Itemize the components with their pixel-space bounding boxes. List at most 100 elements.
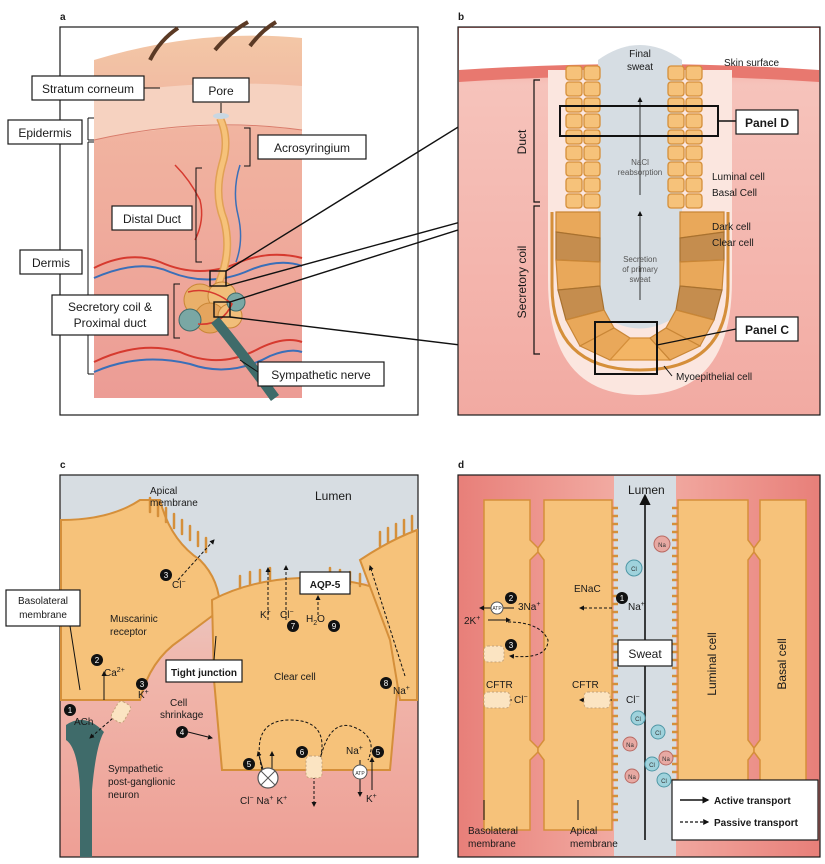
- svg-text:Proximal duct: Proximal duct: [74, 316, 147, 330]
- badge-6: 6: [296, 746, 308, 758]
- label-enac: ENaC: [574, 584, 601, 595]
- svg-text:3: 3: [140, 680, 145, 689]
- zoom-box-duct: [209, 270, 227, 287]
- label-muscarinic-1: Muscarinic: [110, 614, 158, 625]
- bracket-secretory: [173, 283, 180, 339]
- badge-3-apical: 3: [160, 569, 172, 581]
- label-basolateral-d-2: membrane: [468, 839, 516, 850]
- postganglionic-neuron: [66, 719, 104, 857]
- vessel-blue: [93, 261, 303, 281]
- atp-pump: [352, 764, 368, 780]
- label-final-sweat-2: sweat: [627, 62, 653, 73]
- label-acrosyringium: Acrosyringium: [257, 134, 367, 160]
- svg-text:Na: Na: [626, 743, 634, 749]
- label-na-enac: Na+: [628, 601, 645, 613]
- label-3na: 3Na+: [518, 601, 540, 613]
- label-sweat: Sweat: [617, 639, 673, 667]
- bracket-epidermis: [87, 117, 94, 141]
- label-lumen: Lumen: [315, 489, 352, 503]
- badge-2: 2: [91, 654, 103, 666]
- bracket-acrosyringium: [244, 127, 251, 167]
- label-luminal-cell-d: Luminal cell: [705, 632, 719, 695]
- label-dark-cell: Dark cell: [712, 222, 751, 233]
- svg-text:Sweat: Sweat: [628, 647, 662, 661]
- label-myoepithelial: Myoepithelial cell: [676, 372, 752, 383]
- label-muscarinic-2: receptor: [110, 627, 147, 638]
- label-lumen-d: Lumen: [628, 483, 665, 497]
- label-tight-junction: Tight junction: [165, 659, 243, 683]
- label-k-apical: K+: [260, 609, 271, 621]
- label-final-sweat-1: Final: [629, 49, 651, 60]
- svg-text:Tight junction: Tight junction: [171, 668, 237, 679]
- capillary-red: [174, 164, 203, 241]
- arrow-nkcc-loop: [258, 719, 323, 771]
- ion-na-4: Na: [624, 768, 640, 784]
- arrow-na-paracellular: [368, 565, 406, 677]
- label-skin-surface: Skin surface: [724, 58, 779, 69]
- atp-label: ATP: [355, 771, 365, 777]
- ion-na-3: Na: [658, 750, 674, 766]
- panel-c: c ATP 1: [5, 460, 419, 858]
- svg-text:Na: Na: [662, 757, 670, 763]
- label-nkcc-ions: Cl−Na+K+: [240, 795, 287, 807]
- badge-5-left: 5: [243, 758, 255, 770]
- apical-cell-right: [358, 528, 418, 701]
- label-neuron-1: Sympathetic: [108, 764, 163, 775]
- svg-text:AQP-5: AQP-5: [310, 580, 341, 591]
- bracket-distal-duct: [195, 167, 202, 263]
- label-secretion-3: sweat: [630, 275, 652, 284]
- svg-text:Panel C: Panel C: [745, 323, 789, 337]
- label-clear-cell: Clear cell: [712, 238, 754, 249]
- badge-d-1: 1: [616, 592, 628, 604]
- k-channel-d: [483, 645, 505, 663]
- svg-text:6: 6: [300, 748, 305, 757]
- label-k-pump: K+: [366, 793, 377, 805]
- legend: Active transport Passive transport: [671, 779, 819, 841]
- epidermis-boundary: [93, 124, 303, 141]
- microvilli-left: [148, 496, 208, 554]
- capillary-blue: [234, 164, 242, 263]
- svg-text:Acrosyringium: Acrosyringium: [274, 141, 350, 155]
- panel-d-letter: d: [458, 460, 464, 471]
- label-ca: Ca2+: [104, 667, 125, 679]
- label-2k: 2K+: [464, 615, 480, 627]
- label-basal-cell: Basal Cell: [712, 188, 757, 199]
- label-na-paracellular: Na+: [393, 685, 410, 697]
- label-clear-cell: Clear cell: [274, 672, 316, 683]
- label-epidermis: Epidermis: [7, 119, 83, 145]
- label-stratum-corneum: Stratum corneum: [31, 75, 145, 101]
- ion-cl-3: Cl: [650, 724, 666, 740]
- badge-8: 8: [380, 677, 392, 689]
- apical-cell-left: [60, 499, 222, 701]
- svg-text:7: 7: [291, 622, 296, 631]
- svg-text:4: 4: [180, 728, 185, 737]
- label-cl-basolateral: Cl−: [514, 694, 528, 706]
- label-cftr-apical: CFTR: [572, 680, 599, 691]
- panel-d: d Na Cl Cl Na Cl Na Cl Na Cl ATP: [457, 460, 821, 858]
- cftr-basolateral: [483, 691, 511, 709]
- svg-text:Pore: Pore: [208, 84, 234, 98]
- leader-tight-junction: [213, 635, 217, 661]
- label-cl-apical-d: Cl−: [626, 694, 640, 706]
- svg-text:Distal Duct: Distal Duct: [123, 212, 182, 226]
- leader-myoepithelial: [663, 365, 673, 377]
- vessel-red-2: [93, 339, 303, 363]
- svg-text:Cl: Cl: [631, 567, 637, 573]
- duct-cells-right: [667, 65, 703, 209]
- label-cl-apical: Cl−: [172, 579, 186, 591]
- label-basolateral: Basolateral membrane: [5, 589, 81, 627]
- label-apical-2: membrane: [150, 498, 198, 509]
- svg-text:Sympathetic nerve: Sympathetic nerve: [271, 368, 371, 382]
- label-shrinkage-1: Cell: [170, 698, 187, 709]
- badge-1: 1: [64, 704, 76, 716]
- hair-1: [148, 26, 180, 61]
- leader-panel-c: [656, 328, 737, 346]
- badge-4: 4: [176, 726, 188, 738]
- hair-2: [213, 20, 249, 52]
- label-basal-cell-d: Basal cell: [775, 638, 789, 689]
- svg-text:2: 2: [509, 594, 514, 603]
- label-secretion-2: of primary: [622, 265, 658, 274]
- label-panel-d: Panel D: [735, 109, 799, 135]
- pore-opening: [213, 113, 229, 119]
- luminal-cell-left: [537, 499, 613, 831]
